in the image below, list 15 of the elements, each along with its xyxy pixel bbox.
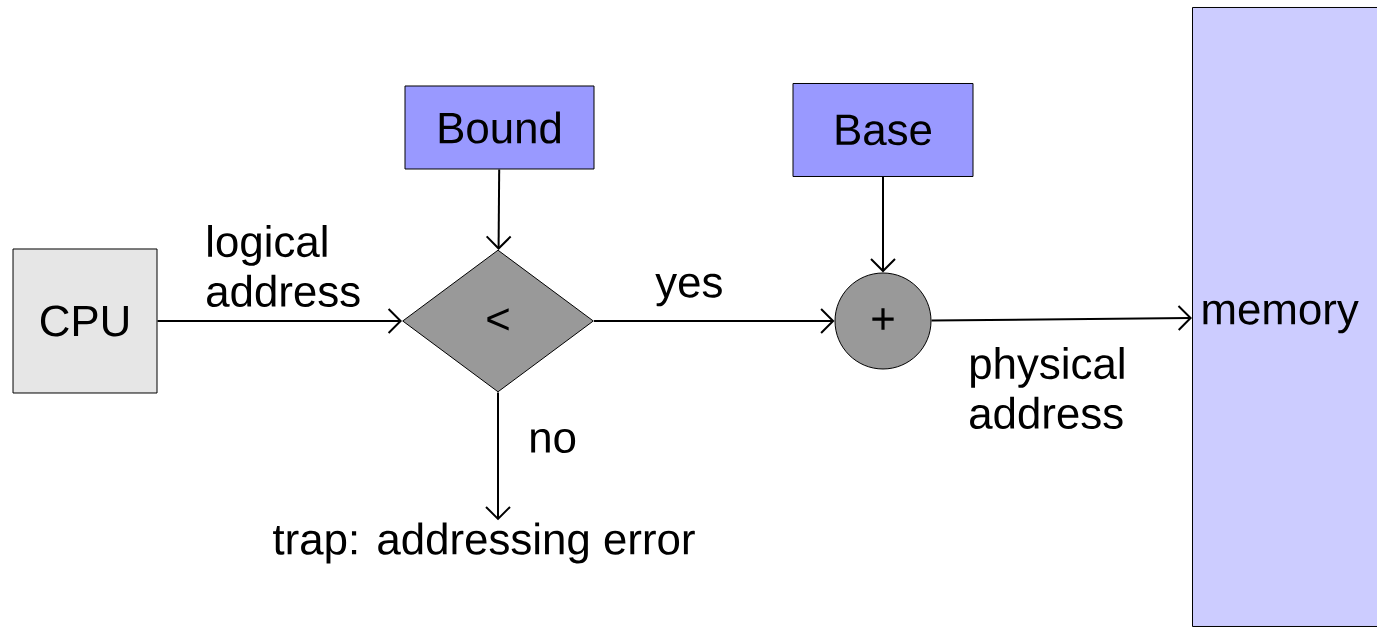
trap-text: trap: addressing error	[273, 522, 695, 564]
memory-block: memory	[1192, 7, 1377, 627]
arrow	[930, 305, 1192, 332]
arrow	[593, 308, 835, 334]
edge-label: no	[531, 429, 576, 453]
cpu-box: CPU	[12, 248, 158, 394]
edge-label: yes	[655, 273, 722, 307]
register-box: Bound	[404, 85, 595, 170]
arrow	[156, 308, 402, 334]
register-box: Base	[792, 83, 974, 177]
arrow	[485, 168, 512, 250]
arrow	[870, 176, 896, 273]
edge-label: physical address	[970, 347, 1124, 429]
edge-label: logical address	[207, 225, 360, 307]
arrow	[485, 391, 511, 521]
